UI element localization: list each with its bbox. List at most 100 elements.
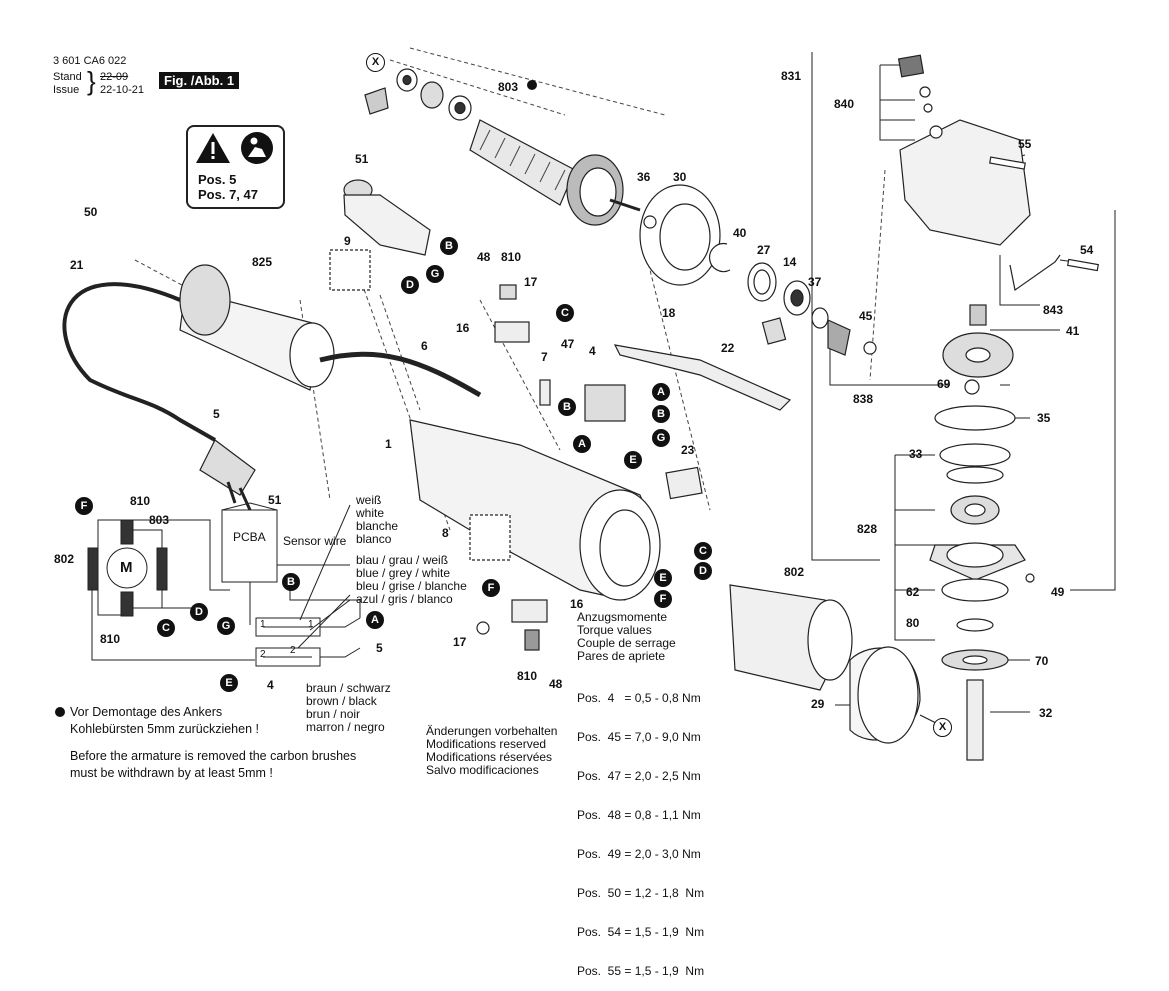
callout-e-module: E <box>624 451 642 469</box>
torque-header-fr: Couple de serrage <box>577 636 676 650</box>
callout-e-stator: E <box>654 569 672 587</box>
part-1: 1 <box>385 437 392 451</box>
wiring-callout-b: B <box>282 573 300 591</box>
stand-label: Stand <box>53 71 82 83</box>
torque-row: Pos. 50 = 1,2 - 1,8 Nm <box>577 886 705 900</box>
torque-header-en: Torque values <box>577 623 652 637</box>
torque-row: Pos. 55 = 1,5 - 1,9 Nm <box>577 964 705 978</box>
part-37: 37 <box>808 275 822 289</box>
figure-label: Fig. /Abb. 1 <box>159 72 240 89</box>
mod-de: Änderungen vorbehalten <box>426 724 558 738</box>
issue-label: Issue <box>53 84 80 96</box>
stand-date: 22-09 <box>100 71 129 83</box>
callout-g-module: G <box>652 429 670 447</box>
color-3-en: brown / black <box>306 694 377 708</box>
part-30: 30 <box>673 170 687 184</box>
torque-row: Pos. 4 = 0,5 - 0,8 Nm <box>577 691 701 705</box>
wiring-callout-d: D <box>190 603 208 621</box>
callout-b-switch: B <box>440 237 458 255</box>
warning-triangle-icon <box>194 131 232 165</box>
wiring-callout-e: E <box>220 674 238 692</box>
part-51: 51 <box>355 152 369 166</box>
part-4: 4 <box>589 344 596 358</box>
part-14: 14 <box>783 255 797 269</box>
part-7: 7 <box>541 350 548 364</box>
callout-b-module: B <box>652 405 670 423</box>
part-33: 33 <box>909 447 923 461</box>
part-802: 802 <box>784 565 805 579</box>
part-40: 40 <box>733 226 747 240</box>
callout-d-stator: D <box>694 562 712 580</box>
color-2-es: azul / gris / blanco <box>356 592 453 606</box>
wiring-num-51: 51 <box>268 493 282 507</box>
wiring-num-4: 4 <box>267 678 274 692</box>
part-47: 47 <box>561 337 575 351</box>
callout-c-brush: C <box>556 304 574 322</box>
pin-2b: 2 <box>290 645 296 656</box>
note-bullet-icon <box>55 707 65 717</box>
color-group-1: weiß white blanche blanco <box>356 494 398 546</box>
torque-row: Pos. 49 = 2,0 - 3,0 Nm <box>577 847 701 861</box>
color-3-de: braun / schwarz <box>306 681 391 695</box>
color-1-es: blanco <box>356 532 392 546</box>
torque-headers: Anzugsmomente Torque values Couple de se… <box>577 611 676 663</box>
color-group-3: braun / schwarz brown / black brun / noi… <box>306 682 391 734</box>
part-50: 50 <box>84 205 98 219</box>
color-3-fr: brun / noir <box>306 707 361 721</box>
pin-2: 2 <box>260 649 266 660</box>
part-45: 45 <box>859 309 873 323</box>
part-32: 32 <box>1039 706 1053 720</box>
torque-header-de: Anzugsmomente <box>577 610 668 624</box>
part-843: 843 <box>1043 303 1064 317</box>
torque-header-es: Pares de apriete <box>577 649 666 663</box>
part-69: 69 <box>937 377 951 391</box>
part-810-small: 810 <box>517 669 538 683</box>
callout-b-wire: B <box>558 398 576 416</box>
part-21: 21 <box>70 258 84 272</box>
note-en-2: must be withdrawn by at least 5mm ! <box>70 766 273 780</box>
part-825: 825 <box>252 255 273 269</box>
part-831: 831 <box>781 69 802 83</box>
part-18: 18 <box>662 306 676 320</box>
callout-x-bottom: X <box>933 718 952 737</box>
wiring-callout-c: C <box>157 619 175 637</box>
part-49: 49 <box>1051 585 1065 599</box>
part-80: 80 <box>906 616 920 630</box>
motor-label: M <box>120 559 133 576</box>
part-41: 41 <box>1066 324 1080 338</box>
part-48: 48 <box>477 250 491 264</box>
note-bullet-icon <box>527 80 537 90</box>
color-1-de: weiß <box>356 493 382 507</box>
part-6: 6 <box>421 339 428 353</box>
issue-date: 22-10-21 <box>100 84 145 96</box>
mod-en: Modifications reserved <box>426 737 547 751</box>
part-48-small: 48 <box>549 677 563 691</box>
read-manual-icon <box>240 131 274 165</box>
color-1-fr: blanche <box>356 519 399 533</box>
part-23: 23 <box>681 443 695 457</box>
callout-x-top: X <box>366 53 385 72</box>
color-2-fr: bleu / grise / blanche <box>356 579 467 593</box>
wiring-num-803: 803 <box>149 513 170 527</box>
doc-number: 3 601 CA6 022 <box>53 55 127 67</box>
pcba-label: PCBA <box>233 530 266 544</box>
part-803: 803 <box>498 80 519 94</box>
wiring-num-810-top: 810 <box>130 494 151 508</box>
torque-row: Pos. 45 = 7,0 - 9,0 Nm <box>577 730 701 744</box>
modifications: Änderungen vorbehalten Modifications res… <box>426 725 557 777</box>
exploded-view-drawing <box>62 47 1116 761</box>
mod-fr: Modifications réservées <box>426 750 553 764</box>
wiring-callout-f: F <box>75 497 93 515</box>
callout-c-stator: C <box>694 542 712 560</box>
pin-1b: 1 <box>308 619 314 630</box>
callout-g-switch: G <box>426 265 444 283</box>
part-54: 54 <box>1080 243 1094 257</box>
part-17-small: 17 <box>453 635 467 649</box>
part-35: 35 <box>1037 411 1051 425</box>
part-810: 810 <box>501 250 522 264</box>
part-29: 29 <box>811 697 825 711</box>
sensor-wire-label: Sensor wire <box>283 534 347 548</box>
wiring-num-810-bottom: 810 <box>100 632 121 646</box>
callout-d-switch: D <box>401 276 419 294</box>
color-2-en: blue / grey / white <box>356 566 451 580</box>
